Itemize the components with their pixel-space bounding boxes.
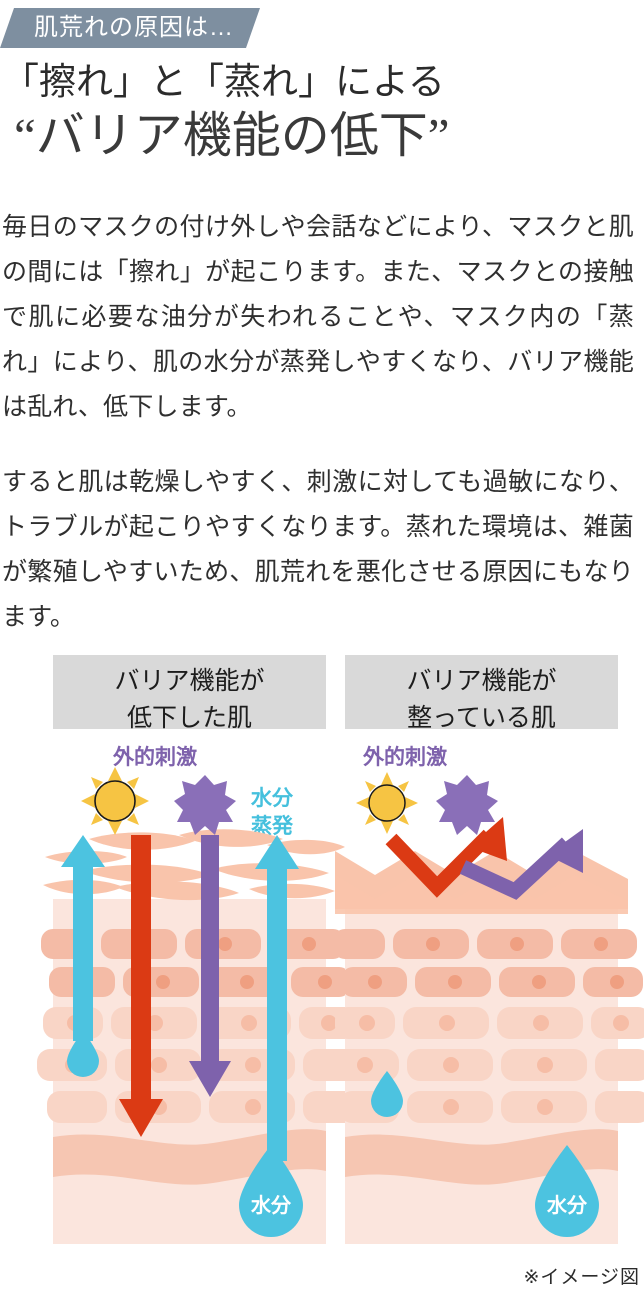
arrow-stimulus-red <box>119 835 163 1137</box>
healthy-skin-cross-section: 水分 <box>329 772 644 1244</box>
label-external-stimulus-left: 外的刺激 <box>113 746 197 769</box>
body-paragraph-2: すると肌は乾燥しやすく、刺激に対しても過敏になり、トラブルが起こりやすくなります… <box>2 468 634 631</box>
moisture-droplet-label-left: 水分 <box>250 1194 292 1217</box>
panel-healthy-header: バリア機能が 整っている肌 <box>345 655 618 732</box>
arrow-stimulus-purple <box>189 835 231 1097</box>
footnote-image-diagram: ※イメージ図 <box>523 1267 640 1288</box>
headline-line-2: “バリア機能の低下” <box>14 108 450 163</box>
panel-damaged-stage: 外的刺激 水分 蒸発 <box>37 739 359 1244</box>
panel-healthy-title-line-1: バリア機能が <box>406 667 557 695</box>
panel-damaged-title-line-2: 低下した肌 <box>126 704 252 732</box>
panel-damaged-title-line-1: バリア機能が <box>114 667 265 695</box>
sun-icon <box>81 767 149 835</box>
label-evaporation-line-1: 水分 <box>251 787 293 810</box>
arrow-moisture-escape-right <box>255 835 299 1161</box>
sun-icon-right <box>356 772 418 834</box>
header-banner: 肌荒れの原因は… <box>0 8 260 48</box>
headline-line-1: 「擦れ」と「蒸れ」による <box>2 62 445 103</box>
arrow-head-purple <box>547 829 583 873</box>
panel-damaged-header: バリア機能が 低下した肌 <box>53 655 326 732</box>
moisture-droplet-small-right <box>371 1071 403 1117</box>
burst-icon <box>174 775 236 835</box>
arrow-head-red <box>469 817 507 861</box>
arrow-stimulus-deflect-purple <box>459 837 573 900</box>
arrow-moisture-escape-left <box>61 835 105 1041</box>
label-external-stimulus-right: 外的刺激 <box>363 746 447 769</box>
arrow-stimulus-deflect-red <box>385 829 495 898</box>
skin-comparison-diagram: バリア機能が 低下した肌 外的刺激 水分 蒸発 <box>0 655 644 1245</box>
panel-damaged-skin: バリア機能が 低下した肌 外的刺激 水分 蒸発 <box>37 655 359 1244</box>
panel-healthy-skin: バリア機能が 整っている肌 外的刺激 <box>329 655 644 1244</box>
moisture-droplet-labeled-left: 水分 <box>239 1145 303 1237</box>
moisture-droplet-label-right: 水分 <box>546 1194 588 1217</box>
label-evaporation-line-2: 蒸発 <box>251 815 293 838</box>
moisture-droplet-small-left <box>67 1031 99 1077</box>
moisture-droplet-labeled-right: 水分 <box>535 1145 599 1237</box>
body-paragraph-1: 毎日のマスクの付け外しや会話などにより、マスクと肌の間には「擦れ」が起こります。… <box>2 213 634 421</box>
damaged-skin-cross-section: 水分 <box>37 767 359 1244</box>
panel-healthy-stage: 外的刺激 <box>329 739 644 1244</box>
panel-healthy-title-line-2: 整っている肌 <box>407 704 556 732</box>
header-banner-wrap: 肌荒れの原因は… <box>0 8 260 48</box>
page-title: 「擦れ」と「蒸れ」による “バリア機能の低下” <box>0 60 644 166</box>
burst-icon-right <box>436 775 498 835</box>
